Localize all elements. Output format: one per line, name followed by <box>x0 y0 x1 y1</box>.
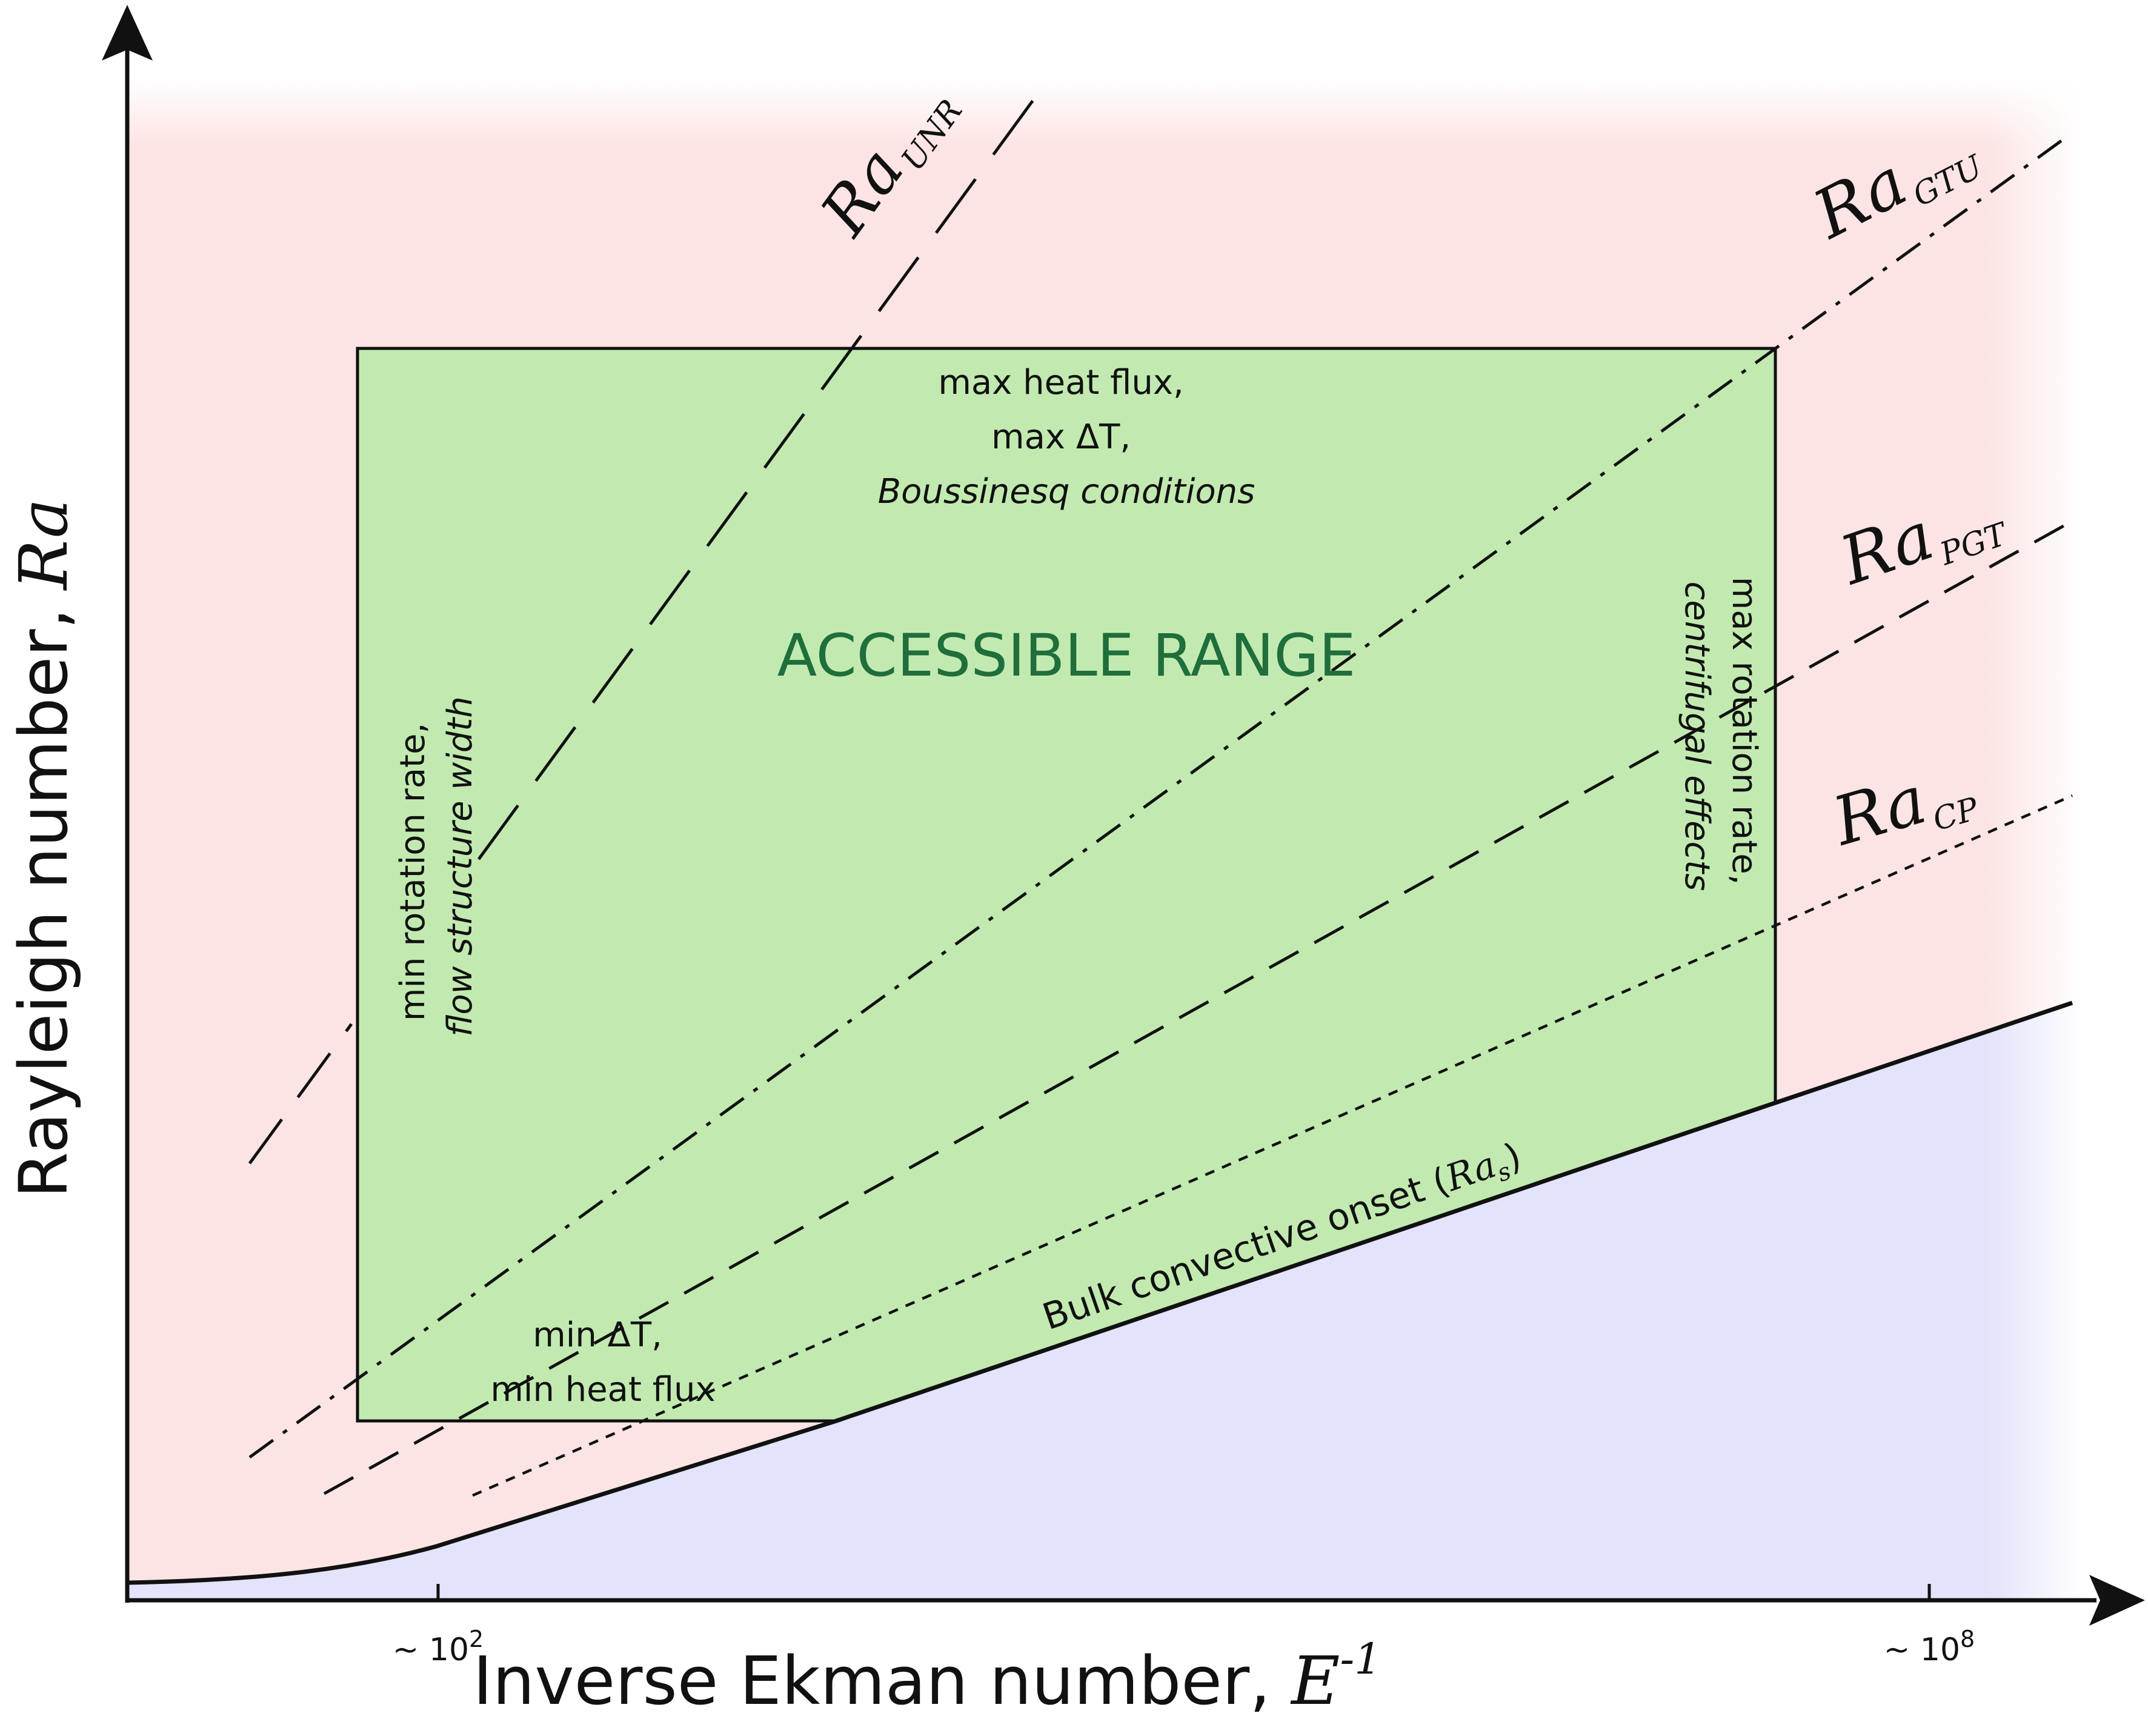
ra-pgt-line <box>323 519 2073 1495</box>
left-line-1: min rotation rate, <box>393 723 433 1021</box>
right-edge-fade <box>1987 79 2084 1600</box>
right-boundary-annotation: max rotation rate, centrifugal effects <box>1677 577 1764 896</box>
accessible-range-title: ACCESSIBLE RANGE <box>777 622 1356 690</box>
x-tick-label-2: ~ 108 <box>1884 1626 1975 1668</box>
x-axis-label: Inverse Ekman number,E-1 <box>473 1634 1381 1720</box>
stable-region <box>127 1000 2081 1600</box>
top-line-3: Boussinesq conditions <box>878 472 1255 511</box>
onset-curve <box>127 1000 2073 1585</box>
top-boundary-annotation: max heat flux, max ΔT, Boussinesq condit… <box>878 363 1255 511</box>
right-line-1: max rotation rate, <box>1724 577 1764 885</box>
left-line-2: flow structure width <box>441 696 480 1037</box>
left-boundary-annotation: min rotation rate, flow structure width <box>393 696 480 1037</box>
ra-gtu-line <box>248 135 2069 1459</box>
right-line-2: centrifugal effects <box>1677 582 1717 891</box>
y-axis-label: Rayleigh number,Ra <box>5 498 82 1198</box>
axes <box>125 42 2096 1603</box>
y-axis-arrowhead <box>102 5 153 61</box>
top-line-2: max ΔT, <box>991 417 1131 457</box>
x-tick-label-1: ~ 102 <box>393 1626 484 1668</box>
convective-region-top-fade <box>127 79 2081 145</box>
bottom-line-2: min heat flux <box>490 1370 715 1409</box>
ra-cp-line <box>472 794 2073 1497</box>
top-line-1: max heat flux, <box>938 363 1184 402</box>
x-axis-arrowhead <box>2089 1575 2145 1626</box>
ra-unr-line <box>248 82 1047 1165</box>
bottom-boundary-annotation: min ΔT, min heat flux <box>490 1315 715 1409</box>
bottom-line-1: min ΔT, <box>533 1315 662 1355</box>
